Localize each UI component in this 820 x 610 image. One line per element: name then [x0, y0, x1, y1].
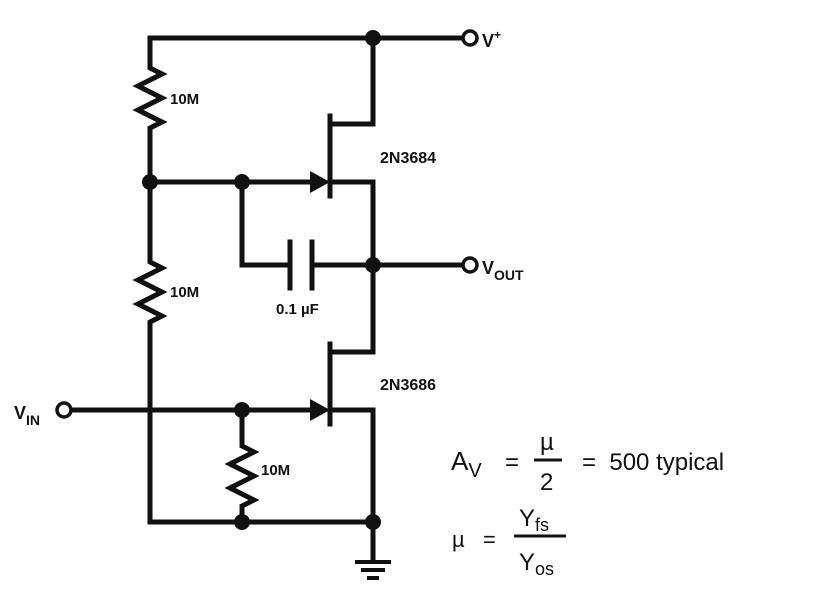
ground-symbol: [355, 560, 391, 580]
q1-drain-lead: [327, 35, 376, 127]
resistor-middle: [132, 253, 168, 331]
vout-label: VOUT: [482, 258, 524, 283]
mu-equals: =: [483, 527, 496, 552]
av-lhs: AV: [451, 446, 482, 482]
vplus-terminal: [461, 29, 479, 47]
cap-feed-wire: [239, 179, 291, 268]
q1-gate-arrow: [310, 171, 330, 193]
mu-numerator: Yfs: [519, 505, 549, 535]
resistor-bottom: [224, 437, 260, 525]
mu-denominator: Yos: [519, 549, 554, 579]
q2-gate-arrow: [310, 399, 330, 421]
junction-dot: [234, 402, 250, 418]
left-bus-bottom-wire: [147, 325, 378, 525]
resistor-bottom-label: 10M: [261, 462, 290, 479]
q2-source-lead: [327, 407, 376, 525]
junction-dot: [234, 174, 250, 190]
av-rhs: = 500 typical: [582, 449, 724, 476]
gain-equation: AV = µ 2 = 500 typical: [451, 429, 724, 496]
capacitor-label: 0.1 µF: [276, 301, 319, 318]
mu-equation: µ = Yfs Yos: [452, 505, 566, 579]
q2-part-label: 2N3686: [380, 377, 436, 394]
q1-source-lead: [327, 179, 376, 268]
mu-lhs: µ: [452, 527, 465, 552]
junction-dot: [365, 514, 381, 530]
vin-label: VIN: [14, 403, 40, 428]
junction-dot: [365, 257, 381, 273]
vplus-label: V+: [482, 28, 501, 51]
av-equals: =: [505, 449, 519, 476]
vout-terminal: [461, 256, 479, 274]
q1-part-label: 2N3684: [380, 150, 436, 167]
junction-dot: [142, 174, 158, 190]
junction-dot: [365, 30, 381, 46]
resistor-top: [132, 59, 168, 137]
resistor-top-label: 10M: [170, 91, 199, 108]
av-numerator: µ: [540, 429, 554, 456]
resistor-middle-label: 10M: [170, 284, 199, 301]
av-denominator: 2: [540, 469, 553, 496]
junction-dot: [234, 514, 250, 530]
q2-drain-lead: [327, 262, 376, 355]
vin-terminal: [55, 401, 73, 419]
